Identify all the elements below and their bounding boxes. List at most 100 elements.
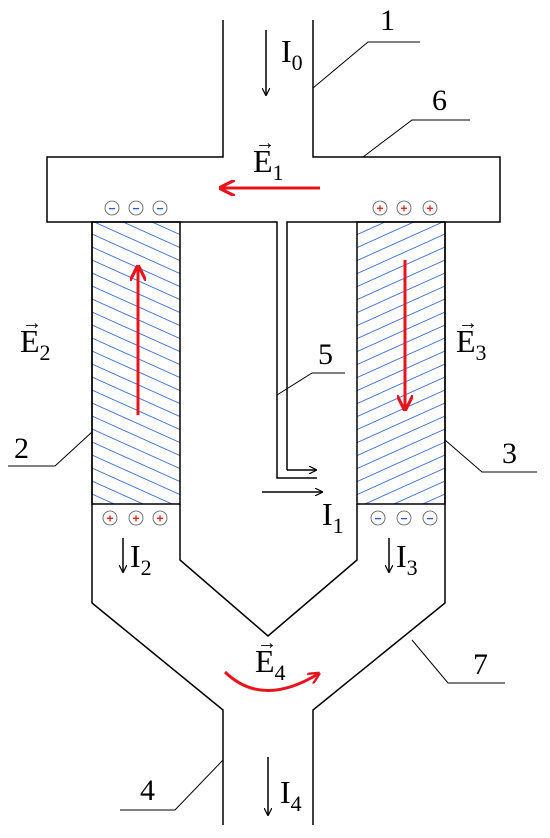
leader-1 bbox=[312, 41, 420, 89]
hatch-line bbox=[357, 415, 445, 457]
plus-sign: + bbox=[400, 202, 407, 216]
hatch-line bbox=[357, 454, 445, 496]
negative-charge-icon bbox=[152, 200, 168, 216]
positive-charge-icon bbox=[128, 510, 144, 526]
positive-charge-icon bbox=[422, 200, 438, 216]
callout-6: 6 bbox=[432, 84, 447, 117]
hatch-line bbox=[92, 402, 180, 444]
inlet-pipe-and-top-chamber bbox=[46, 20, 224, 825]
field-arrow-e4 bbox=[223, 670, 318, 692]
svg-text:I1: I1 bbox=[322, 496, 344, 538]
label-i0: I0 bbox=[281, 33, 303, 75]
hatch-line bbox=[392, 480, 445, 504]
hatch-line bbox=[92, 454, 180, 496]
label-e4: → E4 bbox=[255, 632, 286, 685]
minus-sign: − bbox=[156, 202, 163, 216]
hatch-line bbox=[92, 272, 180, 314]
leader-2 bbox=[8, 431, 93, 467]
svg-text:→: → bbox=[22, 312, 42, 334]
hatch-line bbox=[357, 428, 445, 470]
callout-leaders bbox=[8, 41, 537, 811]
hatch-line bbox=[357, 350, 445, 392]
hatch-line bbox=[421, 493, 445, 504]
label-i3: I3 bbox=[396, 538, 418, 580]
hatch-line bbox=[92, 285, 180, 327]
svg-text:E1: E1 bbox=[253, 143, 284, 185]
hatch-line bbox=[92, 428, 180, 470]
hatch-line bbox=[357, 363, 445, 405]
plus-sign: + bbox=[132, 512, 139, 526]
charges: −−−++++++−−− bbox=[102, 200, 438, 526]
leader-5 bbox=[276, 372, 345, 396]
plus-sign: + bbox=[106, 512, 113, 526]
hatch-line bbox=[92, 350, 180, 392]
hatch-line bbox=[92, 493, 116, 504]
callout-5: 5 bbox=[318, 338, 333, 371]
svg-text:E4: E4 bbox=[255, 643, 286, 685]
top-chamber-bottom-left bbox=[92, 221, 317, 479]
hatch-line bbox=[357, 441, 445, 483]
hatch-line bbox=[92, 467, 174, 504]
hatch-line bbox=[357, 285, 445, 327]
top-chamber-right bbox=[312, 20, 501, 825]
svg-text:→: → bbox=[257, 632, 277, 654]
leader-6 bbox=[362, 119, 470, 158]
svg-text:E2: E2 bbox=[20, 323, 51, 365]
hatch-line bbox=[92, 324, 180, 366]
hatch-line bbox=[357, 324, 445, 366]
label-e2: → E2 bbox=[20, 312, 51, 365]
leader-3 bbox=[444, 439, 537, 473]
positive-charge-icon bbox=[152, 510, 168, 526]
label-i1: I1 bbox=[322, 496, 344, 538]
negative-charge-icon bbox=[128, 200, 144, 216]
minus-sign: − bbox=[108, 202, 115, 216]
negative-charge-icon bbox=[422, 510, 438, 526]
callout-2: 2 bbox=[14, 432, 29, 465]
hatch-line bbox=[92, 311, 180, 353]
hatch-line bbox=[357, 222, 444, 262]
plus-sign: + bbox=[156, 512, 163, 526]
hatch-line bbox=[357, 259, 445, 301]
svg-text:I4: I4 bbox=[280, 774, 302, 816]
positive-charge-icon bbox=[396, 200, 412, 216]
leader-7 bbox=[411, 639, 505, 684]
callout-7: 7 bbox=[473, 648, 488, 681]
positive-charge-icon bbox=[102, 510, 118, 526]
right-column-hatching bbox=[357, 222, 445, 504]
hatch-line bbox=[92, 389, 180, 431]
callout-4: 4 bbox=[140, 774, 155, 807]
left-column-hatching bbox=[92, 222, 180, 504]
negative-charge-icon bbox=[370, 510, 386, 526]
minus-sign: − bbox=[426, 512, 433, 526]
svg-text:I0: I0 bbox=[281, 33, 303, 75]
svg-text:→: → bbox=[458, 312, 478, 334]
hatch-line bbox=[357, 246, 445, 288]
hatch-line bbox=[92, 233, 180, 275]
positive-charge-icon bbox=[372, 200, 388, 216]
svg-text:I2: I2 bbox=[130, 538, 152, 580]
hatch-line bbox=[357, 311, 445, 353]
hatch-line bbox=[92, 363, 180, 405]
svg-text:I3: I3 bbox=[396, 538, 418, 580]
hatch-line bbox=[150, 222, 180, 236]
minus-sign: − bbox=[132, 202, 139, 216]
negative-charge-icon bbox=[396, 510, 412, 526]
label-e3: → E3 bbox=[456, 312, 487, 365]
hatch-line bbox=[357, 272, 445, 314]
hatch-line bbox=[92, 480, 145, 504]
hatch-line bbox=[357, 402, 445, 444]
hatch-line bbox=[92, 246, 180, 288]
label-i4: I4 bbox=[280, 774, 302, 816]
hatch-line bbox=[357, 337, 445, 379]
hatch-line bbox=[92, 259, 180, 301]
hatch-line bbox=[363, 467, 445, 504]
callout-1: 1 bbox=[380, 4, 395, 37]
negative-charge-icon bbox=[104, 200, 120, 216]
hatch-line bbox=[357, 376, 445, 418]
left-column-frame bbox=[91, 221, 181, 505]
top-chamber-bottom-right bbox=[286, 221, 445, 470]
svg-text:→: → bbox=[255, 132, 275, 154]
plus-sign: + bbox=[426, 202, 433, 216]
label-e1: → E1 bbox=[253, 132, 284, 185]
